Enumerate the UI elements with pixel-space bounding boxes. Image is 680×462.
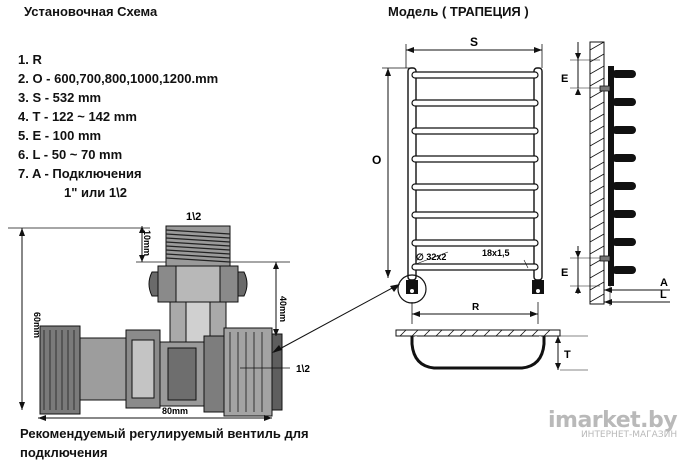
spec-item: 2. O - 600,700,800,1000,1200.mm xyxy=(18,71,219,86)
watermark: imarket.by ИНТЕРНЕТ-МАГАЗИН xyxy=(548,408,678,440)
towel-rail-top-view: T xyxy=(395,329,588,371)
installation-scheme-title: Установочная Схема xyxy=(24,4,158,19)
dim-a-label: A xyxy=(660,277,668,289)
dim-l-label: L xyxy=(660,289,667,301)
dim-e-top-label: E xyxy=(561,73,568,85)
valve-recommendation-caption: Рекомендуемый регулируемый вентиль для п… xyxy=(20,426,309,460)
spec-item: 3. S - 532 mm xyxy=(18,90,102,105)
dim-o-label: O xyxy=(372,153,381,167)
connection-arrow xyxy=(272,284,400,353)
rung-size-label: 18x1,5 xyxy=(482,248,510,258)
side-thread-label: 1\2 xyxy=(296,364,310,375)
spec-item: 7. A - Подключения xyxy=(18,166,142,181)
dim-r-label: R xyxy=(472,302,480,313)
dim-60-label: 60mm xyxy=(32,312,42,338)
dim-t-label: T xyxy=(564,349,571,361)
towel-rail-side-view: E E A L xyxy=(561,41,670,306)
valve-drawing: 60mm 10mm 1\2 40mm xyxy=(8,211,310,421)
watermark-subtitle: ИНТЕРНЕТ-МАГАЗИН xyxy=(580,430,678,440)
spec-connection-size: 1" или 1\2 xyxy=(64,185,127,200)
model-title: Модель ( ТРАПЕЦИЯ ) xyxy=(388,4,529,19)
dim-e-bottom-label: E xyxy=(561,267,568,279)
spec-item: 4. T - 122 ~ 142 mm xyxy=(18,109,137,124)
dim-40-label: 40mm xyxy=(278,296,288,322)
towel-rail-front-view: S O ∅ 32x2 18x1,5 R xyxy=(372,35,544,324)
dim-s-label: S xyxy=(470,35,478,49)
spec-item: 6. L - 50 ~ 70 mm xyxy=(18,147,123,162)
watermark-logo: imarket.by xyxy=(548,408,678,433)
pipe-size-label: ∅ 32x2 xyxy=(416,252,446,262)
dim-80-label: 80mm xyxy=(162,406,188,416)
spec-list: 1. R 2. O - 600,700,800,1000,1200.mm 3. … xyxy=(18,50,218,202)
spec-item: 1. R xyxy=(18,52,42,67)
top-thread-label: 1\2 xyxy=(186,211,201,223)
dim-10-label: 10mm xyxy=(142,230,152,256)
spec-item: 5. E - 100 mm xyxy=(18,128,102,143)
